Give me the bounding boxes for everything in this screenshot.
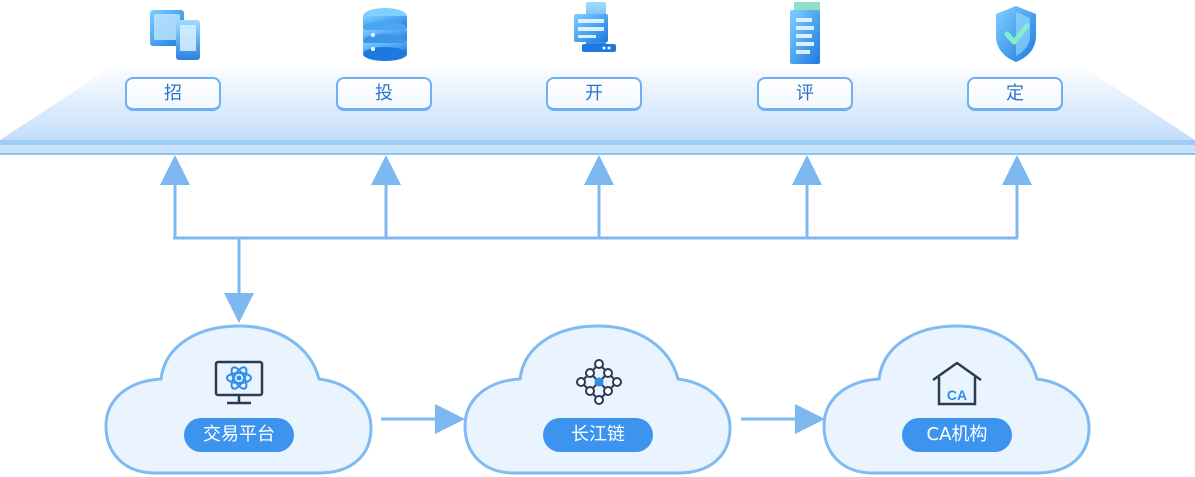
cloud-label-changjiang-chain: 长江链 xyxy=(543,418,653,452)
server-computer-icon xyxy=(574,2,616,52)
stage-label-zhao: 招 xyxy=(125,77,221,111)
stage-label-ping: 评 xyxy=(757,77,853,111)
stage-label-ding: 定 xyxy=(967,77,1063,111)
ca-icon-text: CA xyxy=(947,387,967,403)
document-stack-icon xyxy=(790,2,820,64)
connectors xyxy=(160,155,1032,434)
shield-check-icon xyxy=(996,6,1036,62)
cloud-label-trading-platform: 交易平台 xyxy=(184,418,294,452)
ca-building-icon: CA xyxy=(932,361,982,406)
stage-label-kai: 开 xyxy=(546,77,642,111)
stage-label-tou: 投 xyxy=(336,77,432,111)
cloud-label-ca-authority: CA机构 xyxy=(902,418,1012,452)
blockchain-icon xyxy=(576,359,622,405)
monitor-atom-icon xyxy=(214,360,264,405)
database-icon xyxy=(363,8,407,61)
monitor-tablet-icon xyxy=(150,10,200,60)
cloud-ca-authority xyxy=(822,324,1091,475)
